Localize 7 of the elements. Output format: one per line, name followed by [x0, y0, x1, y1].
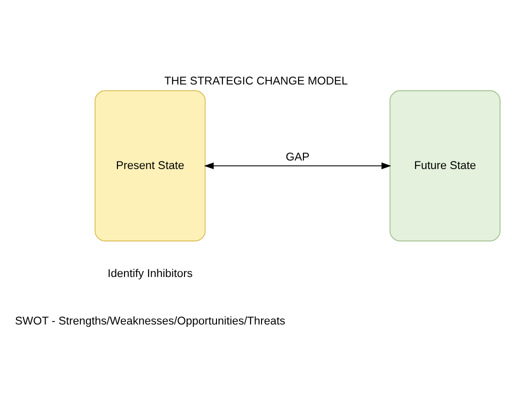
arrow: [204, 162, 392, 170]
label: Identify Inhibitors: [108, 268, 193, 280]
edge-label: GAP: [286, 151, 310, 164]
node-box: Future State: [390, 90, 500, 242]
label: SWOT - Strengths/Weaknesses/Opportunities/Threats: [14, 315, 286, 328]
node-box: Present State: [94, 90, 206, 242]
diagram-title: THE STRATEGIC CHANGE MODEL: [164, 75, 348, 88]
